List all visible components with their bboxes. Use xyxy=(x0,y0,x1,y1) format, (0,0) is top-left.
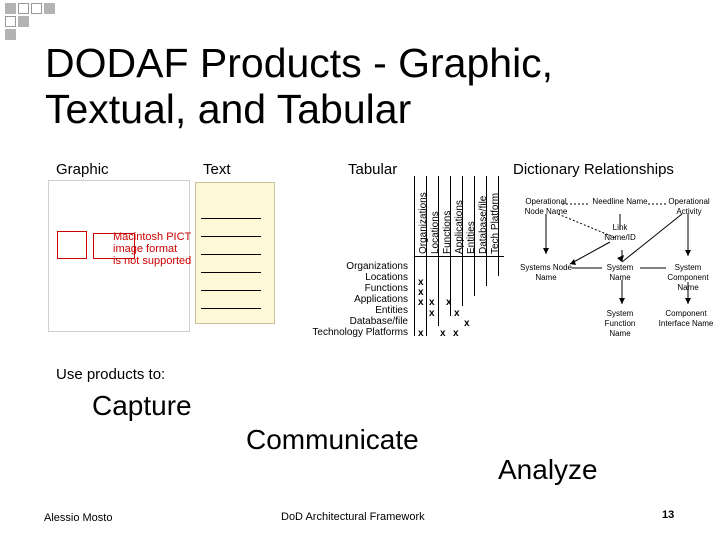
capture-label: Capture xyxy=(92,390,192,421)
matrix-mark: x xyxy=(418,297,424,308)
text-line xyxy=(201,272,261,273)
text-line xyxy=(201,254,261,255)
matrix-mark: x xyxy=(429,308,435,319)
col-label-entities: Entities xyxy=(466,221,477,254)
row-label-database-file: Database/file xyxy=(349,316,408,327)
graphic-placeholder-thumb xyxy=(57,231,87,259)
col-label-organizations: Organizations xyxy=(418,192,429,254)
text-line xyxy=(201,218,261,219)
arrowhead xyxy=(685,298,691,304)
matrix-mark: x xyxy=(418,277,424,288)
tabular-header: Tabular xyxy=(348,161,398,178)
page-number: 13 xyxy=(662,509,675,521)
placeholder-line-2: image format xyxy=(113,243,178,255)
title-line-1: DODAF Products - Graphic, xyxy=(45,40,554,86)
col-label-functions: Functions xyxy=(442,210,453,254)
matrix-col-line xyxy=(450,176,451,316)
graphic-placeholder: Macintosh PICT image format is not suppo… xyxy=(48,180,191,332)
matrix-col-line xyxy=(498,176,499,276)
matrix-col-line xyxy=(486,176,487,286)
col-label-locations: Locations xyxy=(430,211,441,254)
row-label-applications: Applications xyxy=(354,294,408,305)
row-label-technology-platforms: Technology Platforms xyxy=(312,327,408,338)
dictionary-header: Dictionary Relationships xyxy=(513,161,674,178)
row-label-organizations: Organizations xyxy=(346,261,408,272)
matrix-col-line xyxy=(474,176,475,296)
uses-intro: Use products to: xyxy=(56,366,166,383)
arrowhead xyxy=(685,250,691,256)
matrix-header-border xyxy=(414,256,504,257)
row-label-entities: Entities xyxy=(375,305,408,316)
graphic-header: Graphic xyxy=(56,161,109,178)
dictionary-diagram: Operational Node Name Needline Name Oper… xyxy=(510,192,715,342)
communicate-label: Communicate xyxy=(246,424,419,455)
placeholder-line-1: Macintosh PICT xyxy=(113,231,192,243)
dict-operational-node-name: Operational Node Name xyxy=(524,197,568,216)
matrix-mark: x xyxy=(440,328,446,339)
matrix-mark: x xyxy=(453,328,459,339)
matrix-mark: x xyxy=(464,318,470,329)
title-line-2: Textual, and Tabular xyxy=(45,86,412,132)
dict-component-interface-name: Component Interface Name xyxy=(658,309,714,328)
arrowhead xyxy=(543,248,549,254)
col-label-database-file: Database/file xyxy=(478,195,489,254)
matrix-mark: x xyxy=(454,308,460,319)
tabular-matrix: Organizations Locations Functions Applic… xyxy=(296,176,506,342)
placeholder-line-3: is not supported xyxy=(113,255,192,267)
dict-system-component-name: System Component Name xyxy=(667,263,709,292)
graphic-placeholder-thumb-2 xyxy=(93,233,135,259)
arrowhead xyxy=(617,255,624,262)
text-line xyxy=(201,308,261,309)
dict-system-name: System Name xyxy=(606,263,634,282)
matrix-mark: x xyxy=(418,328,424,339)
arrowhead xyxy=(570,259,576,265)
row-label-functions: Functions xyxy=(364,283,408,294)
matrix-row-labels: Organizations Locations Functions Applic… xyxy=(296,261,408,338)
footer-author: Alessio Mosto xyxy=(44,512,113,524)
matrix-col-line xyxy=(462,176,463,306)
arrowhead xyxy=(619,298,625,304)
footer-center: DoD Architectural Framework xyxy=(281,511,425,523)
slide-title: DODAF Products - Graphic, Textual, and T… xyxy=(45,40,553,132)
dictionary-connectors xyxy=(543,203,691,304)
dict-needline-name: Needline Name xyxy=(592,197,648,206)
dict-operational-activity: Operational Activity xyxy=(668,197,710,216)
graphic-placeholder-text: Macintosh PICT image format is not suppo… xyxy=(113,231,191,267)
row-label-locations: Locations xyxy=(365,272,408,283)
text-line xyxy=(201,236,261,237)
dict-systems-node-name: Systems Node Name xyxy=(519,263,573,282)
matrix-mark: x xyxy=(446,297,452,308)
dict-link-name-id: Link Name/ID xyxy=(604,223,636,242)
matrix-col-line xyxy=(426,176,427,336)
text-document-box xyxy=(195,182,275,324)
col-label-tech-platform: Tech Platform xyxy=(490,192,501,254)
matrix-mark: x xyxy=(418,287,424,298)
matrix-col-line xyxy=(438,176,439,326)
matrix-mark: x xyxy=(429,297,435,308)
text-header: Text xyxy=(203,161,231,178)
analyze-label: Analyze xyxy=(498,454,598,485)
dict-system-function-name: System Function Name xyxy=(604,309,636,338)
text-line xyxy=(201,290,261,291)
col-label-applications: Applications xyxy=(454,200,465,254)
